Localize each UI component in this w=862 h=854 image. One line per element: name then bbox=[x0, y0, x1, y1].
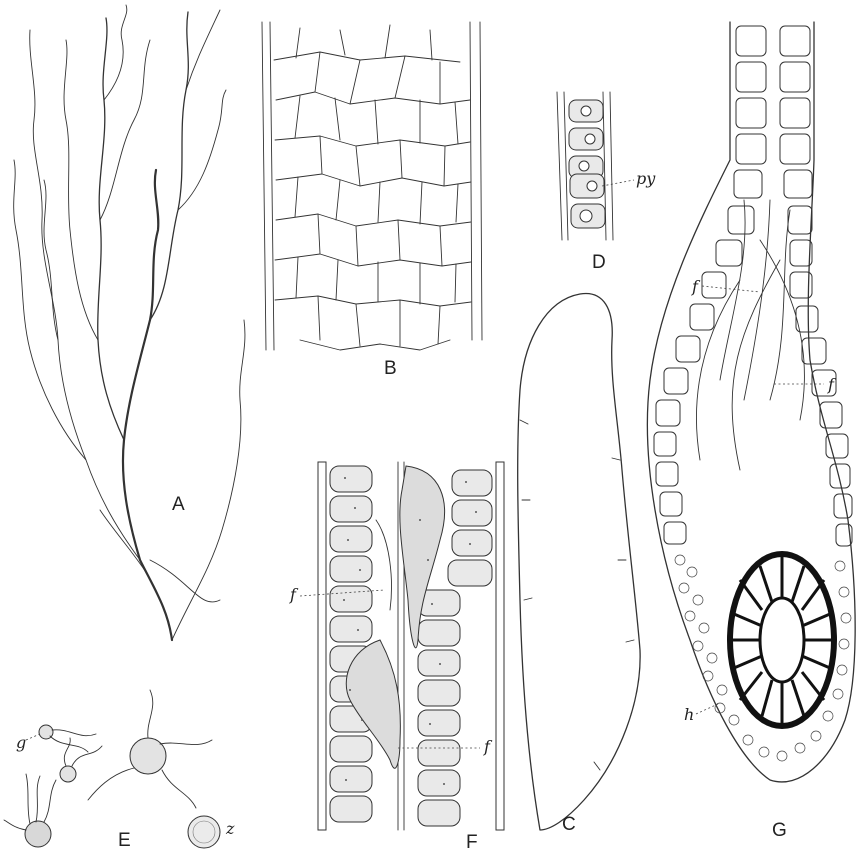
label-c: C bbox=[562, 814, 576, 835]
figure-e-spores bbox=[4, 690, 220, 848]
label-e: E bbox=[118, 830, 131, 851]
label-a: A bbox=[172, 494, 185, 515]
f-left-cells bbox=[330, 466, 372, 822]
figure-d-filament bbox=[557, 92, 634, 240]
figure-c-blade bbox=[518, 293, 640, 830]
figure-f-filament bbox=[300, 462, 504, 830]
figure-g-sporangium bbox=[647, 22, 855, 782]
label-z: z bbox=[225, 819, 235, 838]
label-b: B bbox=[384, 358, 397, 379]
label-d: D bbox=[592, 252, 606, 273]
label-g-figure: G bbox=[772, 820, 787, 841]
label-g: g bbox=[16, 733, 26, 752]
g-upper-cell-rows bbox=[654, 26, 852, 546]
figure-b-cell-network bbox=[262, 22, 482, 350]
label-f-1: f bbox=[289, 585, 299, 604]
label-g-f-1: f bbox=[691, 277, 701, 296]
label-f-2: f bbox=[483, 737, 493, 756]
label-f: F bbox=[466, 832, 478, 853]
label-h: h bbox=[684, 705, 694, 724]
label-py: py bbox=[636, 169, 656, 188]
figure-a-branched-thallus bbox=[14, 5, 245, 640]
